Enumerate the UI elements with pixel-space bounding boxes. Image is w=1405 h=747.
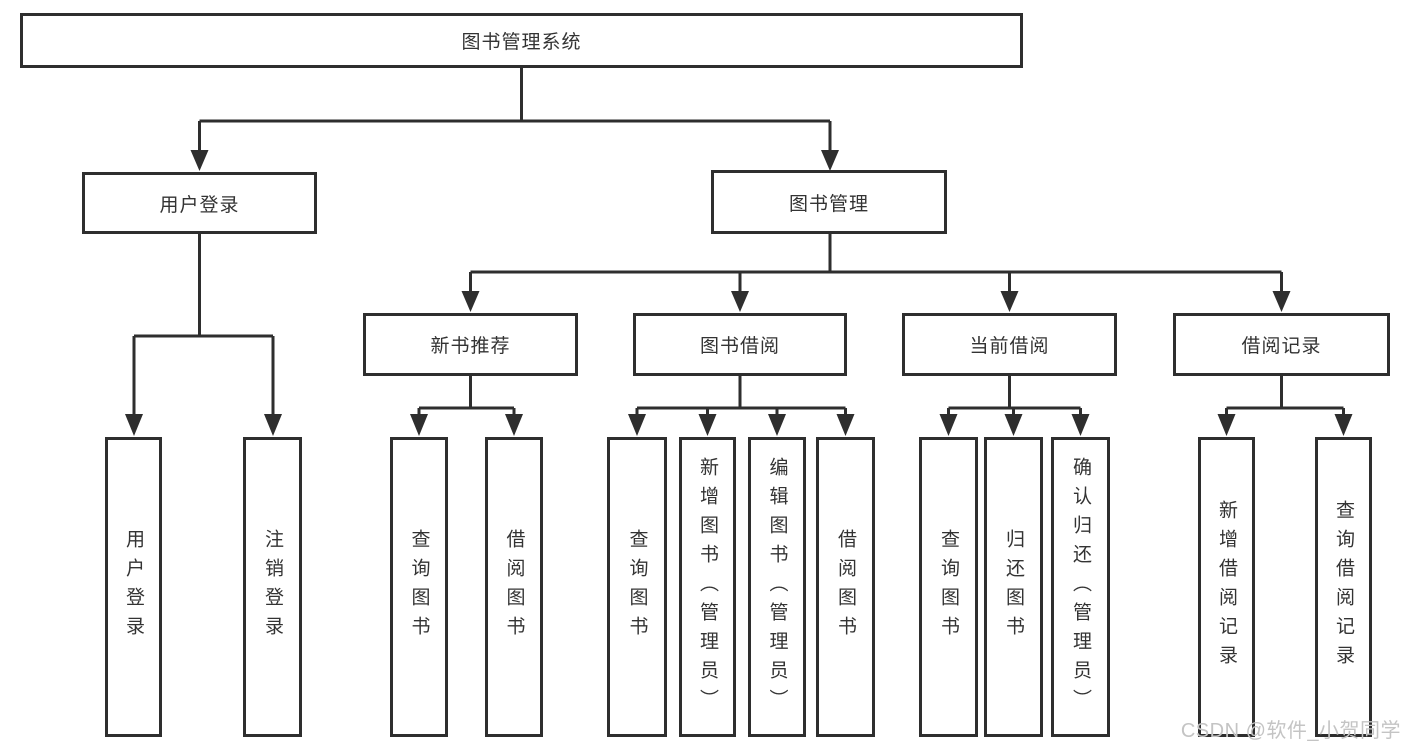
- node-borrow-books-action: 借阅图书: [816, 437, 875, 737]
- node-library-management-system: 图书管理系统: [20, 13, 1023, 68]
- node-edit-book-admin: 编辑图书（管理员）: [748, 437, 806, 737]
- node-logout-action: 注销登录: [243, 437, 302, 737]
- node-user-login-action: 用户登录: [105, 437, 162, 737]
- node-return-book: 归还图书: [984, 437, 1043, 737]
- node-add-borrow-record: 新增借阅记录: [1198, 437, 1255, 737]
- node-new-book-recommend: 新书推荐: [363, 313, 578, 376]
- node-borrow-books-recommend: 借阅图书: [485, 437, 543, 737]
- connector-root-to-level2: [198, 68, 832, 152]
- node-add-book-admin: 新增图书（管理员）: [679, 437, 736, 737]
- connector-current-to-children: [947, 374, 1082, 416]
- node-borrow-records: 借阅记录: [1173, 313, 1390, 376]
- node-book-borrow: 图书借阅: [633, 313, 847, 376]
- node-query-borrow-record: 查询借阅记录: [1315, 437, 1372, 737]
- connector-records-to-children: [1225, 376, 1345, 416]
- watermark: CSDN @软件_小贺同学: [1180, 720, 1401, 742]
- arrowheads-level4: [125, 414, 1353, 436]
- node-query-books-current: 查询图书: [919, 437, 978, 737]
- arrowheads-level3: [461, 291, 1291, 312]
- node-query-books-recommend: 查询图书: [390, 437, 448, 737]
- connector-bookmgmt-to-level3: [469, 234, 1283, 293]
- node-user-login-module: 用户登录: [82, 172, 317, 234]
- node-confirm-return-admin: 确认归还（管理员）: [1051, 437, 1110, 737]
- connector-recommend-to-children: [417, 376, 516, 416]
- node-query-books-borrow: 查询图书: [607, 437, 667, 737]
- node-current-borrow: 当前借阅: [902, 313, 1117, 376]
- connector-userlogin-to-children: [132, 234, 275, 416]
- node-book-management-module: 图书管理: [711, 170, 947, 234]
- connector-borrow-to-children: [635, 376, 847, 416]
- arrowheads-level2: [190, 150, 839, 171]
